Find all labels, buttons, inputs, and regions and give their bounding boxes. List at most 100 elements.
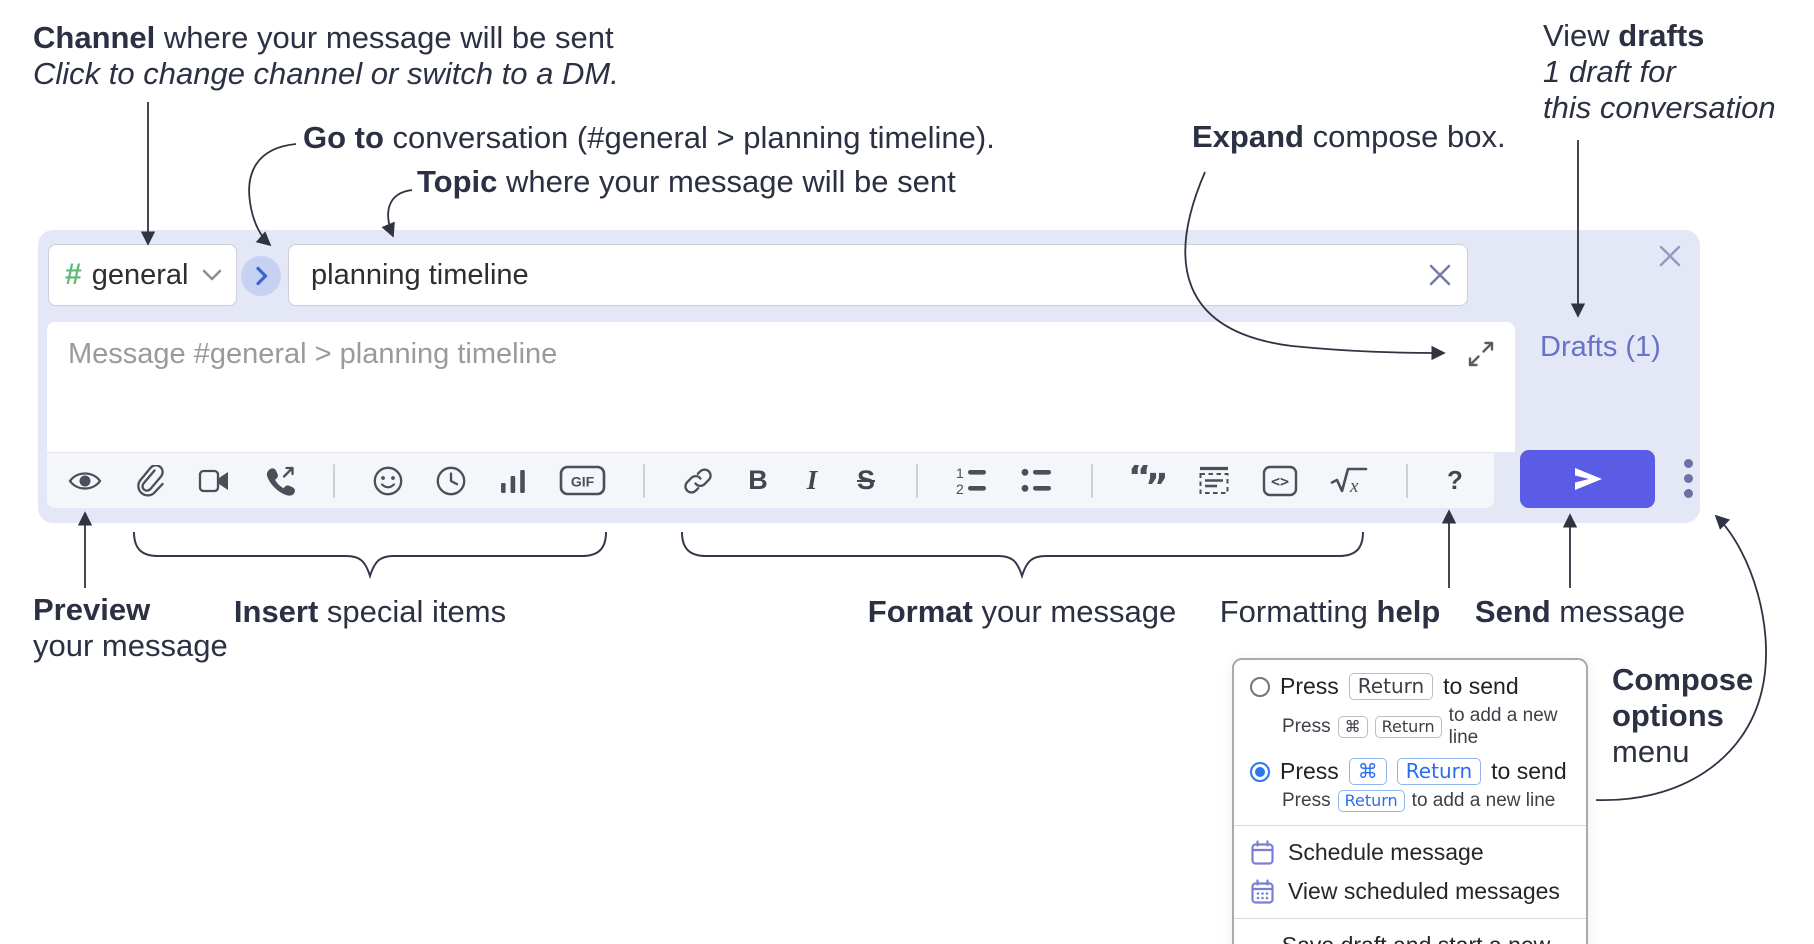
toolbar-divider: [643, 463, 645, 498]
math-x-label: x: [1349, 476, 1359, 497]
insert-annotation: Insert special items: [234, 594, 506, 630]
format-brace: [681, 531, 1364, 580]
format-annotation: Format your message: [868, 594, 1176, 630]
menu-item-label: View scheduled messages: [1288, 878, 1560, 904]
send-icon: [1574, 468, 1602, 490]
compose-options-annotation: Compose options menu: [1612, 662, 1753, 770]
sub-press-label: Press: [1282, 790, 1331, 811]
menu-item-label: Schedule message: [1288, 839, 1484, 865]
channel-name: general: [91, 258, 189, 291]
preview-annotation: Preview your message: [33, 592, 228, 664]
menu-option-enter-subtext: Press ⌘ Return to add a new line: [1234, 703, 1586, 755]
expand-annotation-rest: compose box.: [1303, 119, 1506, 154]
send-button[interactable]: [1520, 450, 1655, 508]
topic-annotation: Topic where your message will be sent: [417, 164, 956, 200]
view-drafts-bold: drafts: [1618, 18, 1705, 53]
preview-eye-icon[interactable]: [67, 461, 103, 501]
option-press-label: Press: [1280, 758, 1339, 784]
goto-annotation: Go to conversation (#general > planning …: [303, 120, 995, 156]
channel-annotation-bold: Channel: [33, 20, 156, 55]
channel-selector[interactable]: # general: [48, 244, 237, 306]
gif-label: GIF: [571, 474, 595, 490]
sub-press-label: Press: [1282, 716, 1331, 737]
close-compose-icon[interactable]: [1656, 242, 1684, 270]
calendar-dots-icon: [1251, 878, 1274, 904]
menu-item-view-scheduled[interactable]: View scheduled messages: [1234, 872, 1586, 911]
topic-annotation-rest: where your message will be sent: [497, 164, 956, 199]
radio-unselected-icon[interactable]: [1250, 676, 1270, 697]
radio-selected-icon[interactable]: [1250, 761, 1270, 782]
list-2-label: 2: [956, 481, 964, 497]
channel-annotation-rest: where your message will be sent: [155, 20, 614, 55]
math-icon[interactable]: x: [1329, 461, 1369, 501]
goto-annotation-bold: Go to: [303, 120, 384, 155]
global-time-icon[interactable]: [435, 461, 467, 501]
code-icon[interactable]: <>: [1262, 461, 1298, 501]
menu-item-schedule-message[interactable]: Schedule message: [1234, 833, 1586, 872]
compose-toolbar: GIF B I S 12 “” <>: [47, 452, 1494, 508]
view-drafts-line2: 1 draft for: [1543, 54, 1676, 89]
menu-option-cmd-enter-subtext: Press Return to add a new line: [1234, 788, 1586, 818]
toolbar-divider: [1406, 463, 1408, 498]
bold-icon[interactable]: B: [745, 461, 771, 501]
send-annotation-bold: Send: [1474, 594, 1551, 629]
topic-input[interactable]: [288, 244, 1468, 306]
menu-item-save-draft[interactable]: Save draft and start a new message: [1234, 926, 1586, 944]
channel-hash-icon: #: [65, 258, 82, 291]
strikethrough-icon[interactable]: S: [853, 461, 879, 501]
sub-suffix-label: to add a new line: [1411, 790, 1556, 811]
spoiler-icon[interactable]: [1197, 461, 1231, 501]
clear-topic-icon[interactable]: [1426, 261, 1454, 289]
quote-open-glyph: “: [1130, 465, 1152, 497]
compose-options-menu: Press Return to send Press ⌘ Return to a…: [1232, 658, 1588, 944]
attach-file-icon[interactable]: [134, 461, 166, 501]
topic-field-wrap: [288, 244, 1468, 306]
send-annotation: Send message: [1475, 594, 1685, 630]
video-call-icon[interactable]: [197, 461, 233, 501]
link-icon[interactable]: [682, 461, 714, 501]
formatting-help-pre: Formatting: [1219, 594, 1377, 629]
chevron-right-icon: [255, 266, 267, 286]
quote-close-glyph: ”: [1145, 467, 1166, 497]
kbd-return-blue: Return: [1396, 758, 1482, 785]
topic-annotation-bold: Topic: [417, 164, 498, 199]
bulleted-list-icon[interactable]: [1020, 461, 1054, 501]
insert-brace: [133, 531, 607, 580]
view-drafts-pre: View: [1543, 18, 1619, 53]
preview-annotation-line2: your message: [33, 628, 228, 663]
poll-icon[interactable]: [498, 461, 528, 501]
expand-compose-icon[interactable]: [1467, 340, 1495, 368]
send-annotation-rest: message: [1550, 594, 1686, 629]
drafts-link[interactable]: Drafts (1): [1540, 331, 1661, 363]
insert-annotation-rest: special items: [318, 594, 507, 629]
format-annotation-rest: your message: [972, 594, 1177, 629]
formatting-help-icon[interactable]: ?: [1445, 461, 1465, 501]
menu-option-cmd-enter-to-send[interactable]: Press ⌘ Return to send: [1234, 755, 1586, 788]
goto-annotation-rest: conversation (#general > planning timeli…: [383, 120, 995, 155]
menu-divider: [1234, 918, 1586, 919]
menu-option-enter-to-send[interactable]: Press Return to send: [1234, 670, 1586, 703]
expand-annotation-bold: Expand: [1192, 119, 1304, 154]
code-label: <>: [1271, 472, 1289, 490]
formatting-help-annotation: Formatting help: [1220, 594, 1441, 630]
expand-annotation: Expand compose box.: [1192, 119, 1506, 155]
emoji-icon[interactable]: [372, 461, 404, 501]
compose-options-ellipsis-icon[interactable]: [1684, 459, 1693, 498]
list-1-label: 1: [956, 465, 964, 481]
sub-suffix-label: to add a new line: [1448, 705, 1558, 748]
goto-conversation-button[interactable]: [241, 256, 281, 296]
kbd-return-blue: Return: [1337, 790, 1405, 812]
compose-options-bold1: Compose: [1612, 662, 1754, 697]
menu-item-label: Save draft and start a new message: [1282, 932, 1570, 944]
quote-icon[interactable]: “”: [1130, 461, 1166, 501]
kbd-cmd-blue: ⌘: [1348, 758, 1387, 785]
channel-annotation-sub: Click to change channel or switch to a D…: [33, 56, 619, 91]
kbd-return: Return: [1348, 673, 1434, 700]
gif-icon[interactable]: GIF: [559, 461, 606, 501]
toolbar-divider: [1091, 463, 1093, 498]
message-input[interactable]: [47, 322, 1515, 452]
formatting-help-bold: help: [1376, 594, 1441, 629]
voice-call-icon[interactable]: [264, 461, 296, 501]
italic-icon[interactable]: I: [802, 461, 822, 501]
